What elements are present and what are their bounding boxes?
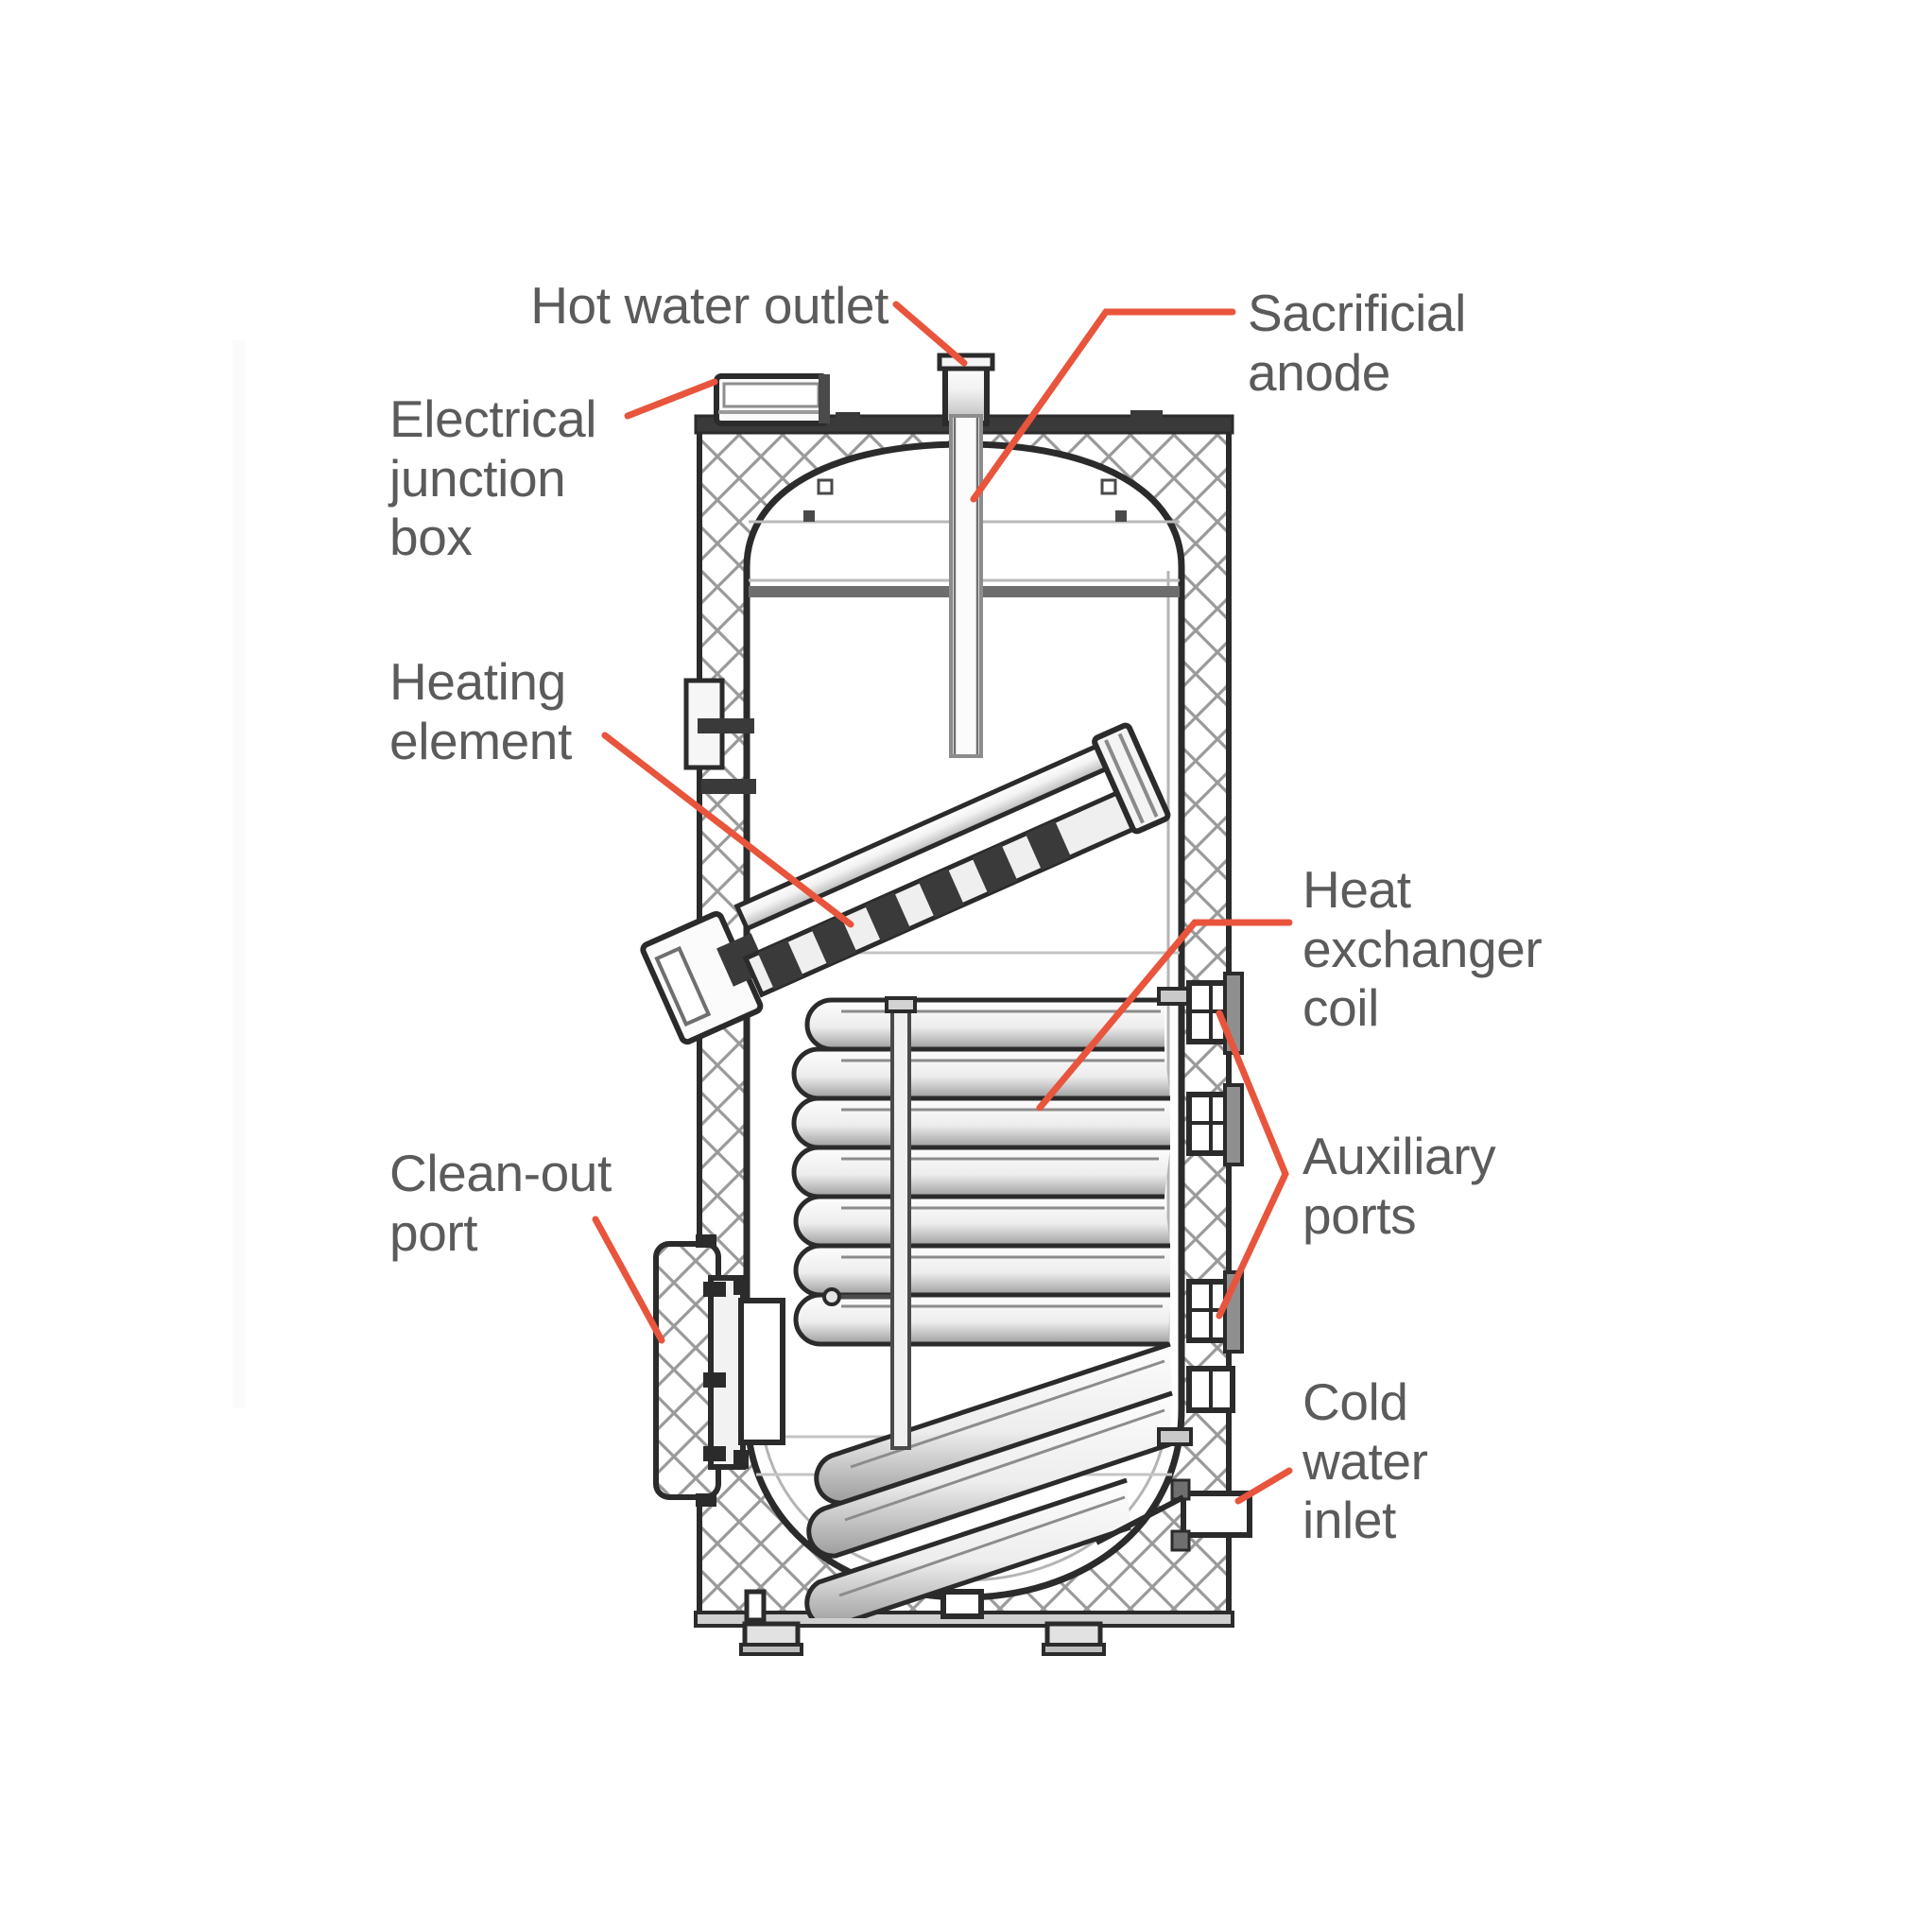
base-feet [739,1589,1106,1656]
label-sacrificial-anode: Sacrificial anode [1248,284,1466,402]
leader-electrical-junction-box [624,378,718,420]
sensor-probe [822,996,917,1450]
left-wall-port-upper [683,678,754,770]
label-cold-water-inlet: Cold water inlet [1302,1372,1428,1550]
leader-heating-element [601,732,854,928]
leader-cold-water-inlet [1234,1467,1293,1505]
top-fitting-left [836,412,860,423]
leader-lines [592,301,1293,1505]
sacrificial-anode-rod [949,414,983,758]
top-fitting-right [1130,410,1163,422]
leader-hot-water-outlet [892,301,968,367]
hot-water-outlet-pipe [937,353,995,426]
label-hot-water-outlet: Hot water outlet [530,276,888,335]
leader-sacrificial-anode [970,308,1236,503]
leader-clean-out-port [592,1216,665,1344]
label-clean-out-port: Clean-out port [389,1144,612,1262]
label-electrical-junction-box: Electrical junction box [389,389,597,567]
heat-exchanger-coil-body [791,987,1193,1618]
clean-out-port-flange [653,1234,785,1507]
label-heating-element: Heating element [389,652,572,770]
label-auxiliary-ports: Auxiliary ports [1302,1127,1496,1245]
leader-heat-exchanger-coil [1036,919,1293,1112]
label-heat-exchanger-coil: Heat exchanger coil [1302,860,1543,1038]
background-edge-artifact [233,340,246,1408]
electrical-junction-box-body [714,373,830,426]
immersion-heating-element [640,722,1171,1045]
auxiliary-port-lower [1186,1083,1244,1166]
left-wall-port-mid [701,779,756,794]
auxiliary-port-fourth [1186,1366,1235,1413]
leader-auxiliary-ports [1216,1009,1289,1320]
